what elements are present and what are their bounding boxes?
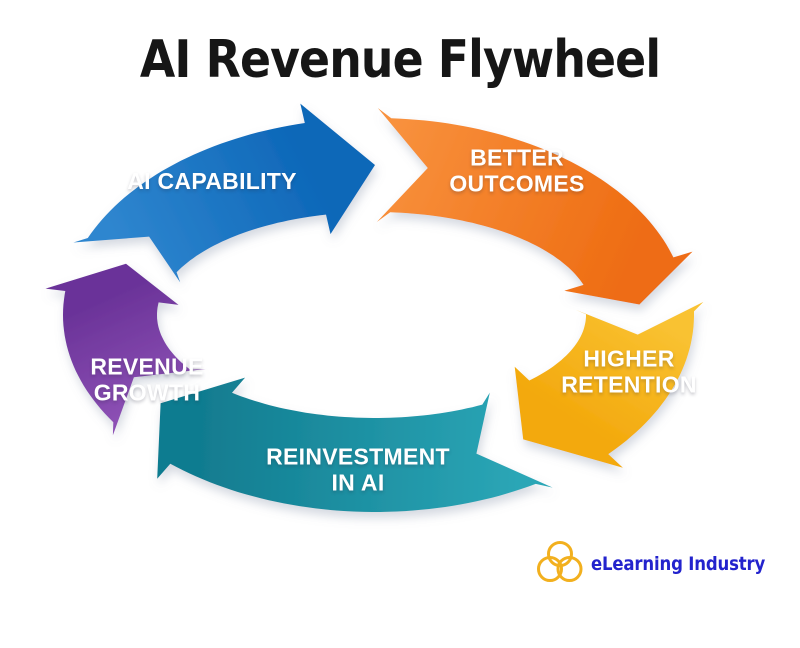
arrow-reinvestment-in-ai [157,377,553,512]
arrow-ai-capability [73,103,376,283]
page-title: AI Revenue Flywheel [139,30,661,90]
label-higher-retention: HIGHER RETENTION [561,345,697,397]
arrow-better-outcomes [376,108,693,305]
arrow-revenue-growth [45,263,206,436]
label-better-outcomes: BETTER OUTCOMES [449,144,585,196]
arrow-higher-retention [514,301,704,468]
label-ai-capability: AI CAPABILITY [127,168,297,195]
label-revenue-growth: REVENUE GROWTH [90,353,204,405]
label-reinvestment-in-ai: REINVESTMENT IN AI [266,443,450,495]
